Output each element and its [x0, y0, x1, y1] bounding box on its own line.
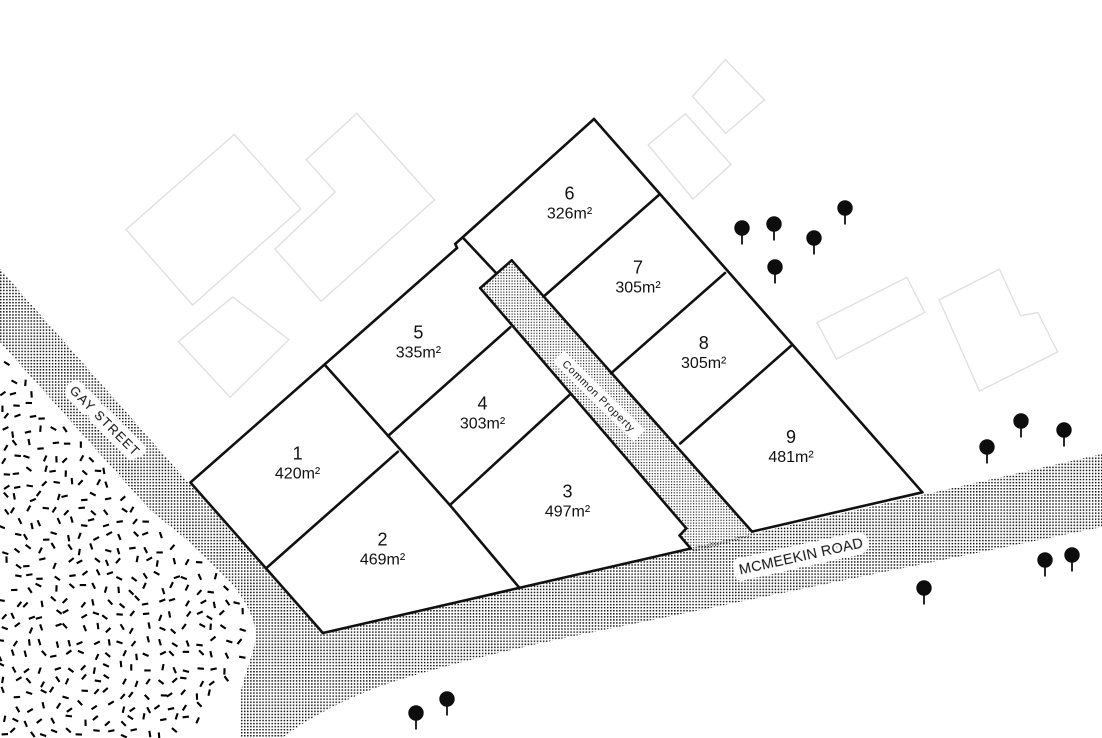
svg-text:9: 9	[786, 427, 796, 447]
svg-text:3: 3	[562, 481, 572, 501]
svg-text:305m²: 305m²	[615, 279, 661, 296]
svg-text:326m²: 326m²	[547, 205, 593, 222]
svg-text:7: 7	[633, 257, 643, 277]
svg-text:335m²: 335m²	[396, 344, 442, 361]
svg-text:469m²: 469m²	[360, 551, 406, 568]
svg-text:5: 5	[413, 322, 423, 342]
svg-text:8: 8	[699, 333, 709, 353]
svg-text:2: 2	[377, 529, 387, 549]
svg-text:1: 1	[293, 443, 303, 463]
svg-text:4: 4	[477, 393, 487, 413]
svg-text:481m²: 481m²	[768, 449, 814, 466]
svg-text:497m²: 497m²	[545, 503, 591, 520]
svg-text:305m²: 305m²	[681, 355, 727, 372]
svg-text:420m²: 420m²	[275, 465, 321, 482]
svg-text:6: 6	[564, 183, 574, 203]
svg-text:303m²: 303m²	[460, 415, 506, 432]
